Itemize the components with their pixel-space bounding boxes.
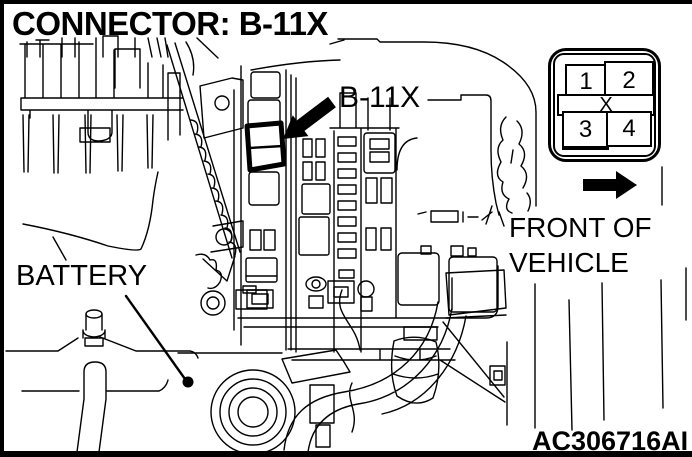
air-cleaner-drawing (19, 37, 184, 174)
battery-leader-line (124, 294, 187, 381)
pinout-inner-border (553, 53, 656, 157)
cables-drawing (177, 269, 508, 455)
plate-hole (215, 228, 233, 246)
b11x-pointer-arrow-icon (283, 96, 336, 139)
page-title: CONNECTOR: B-11X (12, 5, 328, 42)
pinout-pin-3: 3 (562, 111, 609, 150)
pinout-pin-4: 4 (606, 111, 652, 147)
figure-id: AC306716AI (532, 426, 689, 456)
b11x-connector-highlight (244, 120, 287, 173)
front-of-vehicle-arrow-icon (583, 171, 637, 199)
connector-callout-label: B-11X (339, 81, 421, 114)
front-of-vehicle-label: FRONT OF VEHICLE (509, 210, 652, 280)
top-edge-marks (26, 35, 345, 59)
bracket-drawing (185, 41, 244, 139)
connector-pinout-diagram: 1 2 X 3 4 (548, 48, 661, 162)
right-outline-drawing (337, 38, 663, 227)
battery-callout-dot (182, 376, 194, 388)
battery-drawing (5, 309, 199, 453)
fusebox-cells (200, 71, 498, 341)
left-contours (22, 171, 244, 290)
bracket-hole (214, 95, 230, 111)
ribbed-strip-drawing (166, 42, 241, 259)
front-of-vehicle-line1: FRONT OF (509, 212, 652, 243)
pinout-outer-border (548, 48, 661, 162)
battery-label: BATTERY (16, 260, 148, 292)
front-of-vehicle-line2: VEHICLE (509, 247, 629, 278)
panel-hatch-lines (534, 267, 687, 431)
